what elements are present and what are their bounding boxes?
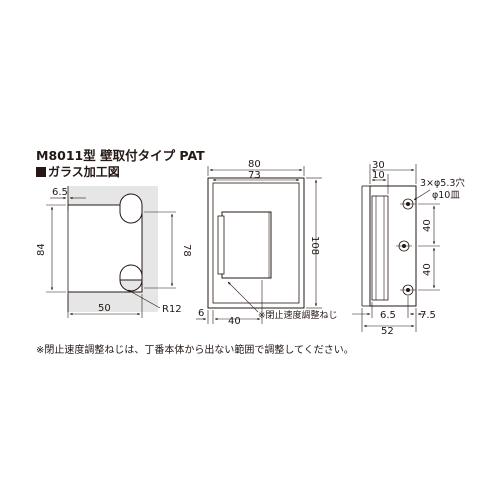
front-view: 80 73 108 6 40 ※閉止速度調整ねじ [196, 159, 338, 327]
side-dim-pitch-1: 40 [422, 219, 433, 232]
screw-hole-top [400, 198, 416, 210]
front-dim-offset: 6 [198, 308, 204, 319]
glass-cutout-outline [68, 193, 143, 293]
drawing-title: M8011型 壁取付タイプ PAT [36, 148, 205, 163]
side-dim-top-overall: 30 [372, 160, 385, 171]
side-dim-right-bottom: 7.5 [420, 310, 436, 321]
hinge-body-outline [207, 177, 305, 309]
glass-dim-top: 6.5 [52, 187, 68, 198]
section-heading-label: ガラス加工図 [48, 165, 120, 179]
front-dim-overall-width: 80 [248, 159, 261, 170]
glass-dim-height: 84 [36, 243, 47, 256]
side-dim-bottom-overall: 52 [381, 326, 394, 337]
square-bullet-icon [36, 166, 46, 177]
glass-dim-width: 50 [98, 303, 111, 314]
side-hole-note-1: 3×φ5.3穴 [420, 177, 465, 189]
adjustment-footnote: ※閉止速度調整ねじは、丁番本体から出ない範囲で調整してください。 [36, 345, 354, 356]
front-dim-height: 108 [309, 236, 320, 255]
section-heading: ガラス加工図 [36, 163, 120, 180]
front-dim-body-width: 73 [248, 170, 261, 181]
side-dim-top-inner: 10 [372, 170, 385, 181]
glass-dim-radius: R12 [162, 304, 182, 315]
screw-hole-middle [396, 240, 412, 252]
side-hole-note-2: φ10皿 [432, 190, 460, 201]
hinge-plate [221, 211, 272, 279]
side-view: 30 10 3×φ5.3穴 φ10皿 40 40 6.5 7.5 [352, 160, 465, 337]
glass-processing-view: 6.5 84 78 50 R12 [36, 186, 192, 318]
side-dim-pitch-2: 40 [422, 263, 433, 276]
side-dim-left-bottom: 6.5 [380, 310, 396, 321]
front-dim-depth: 40 [228, 316, 241, 327]
glass-dim-notch: 78 [181, 244, 192, 257]
side-wall-plate [369, 185, 417, 307]
front-screw-note: ※閉止速度調整ねじ [258, 309, 338, 321]
screw-hole-bottom [400, 284, 416, 296]
